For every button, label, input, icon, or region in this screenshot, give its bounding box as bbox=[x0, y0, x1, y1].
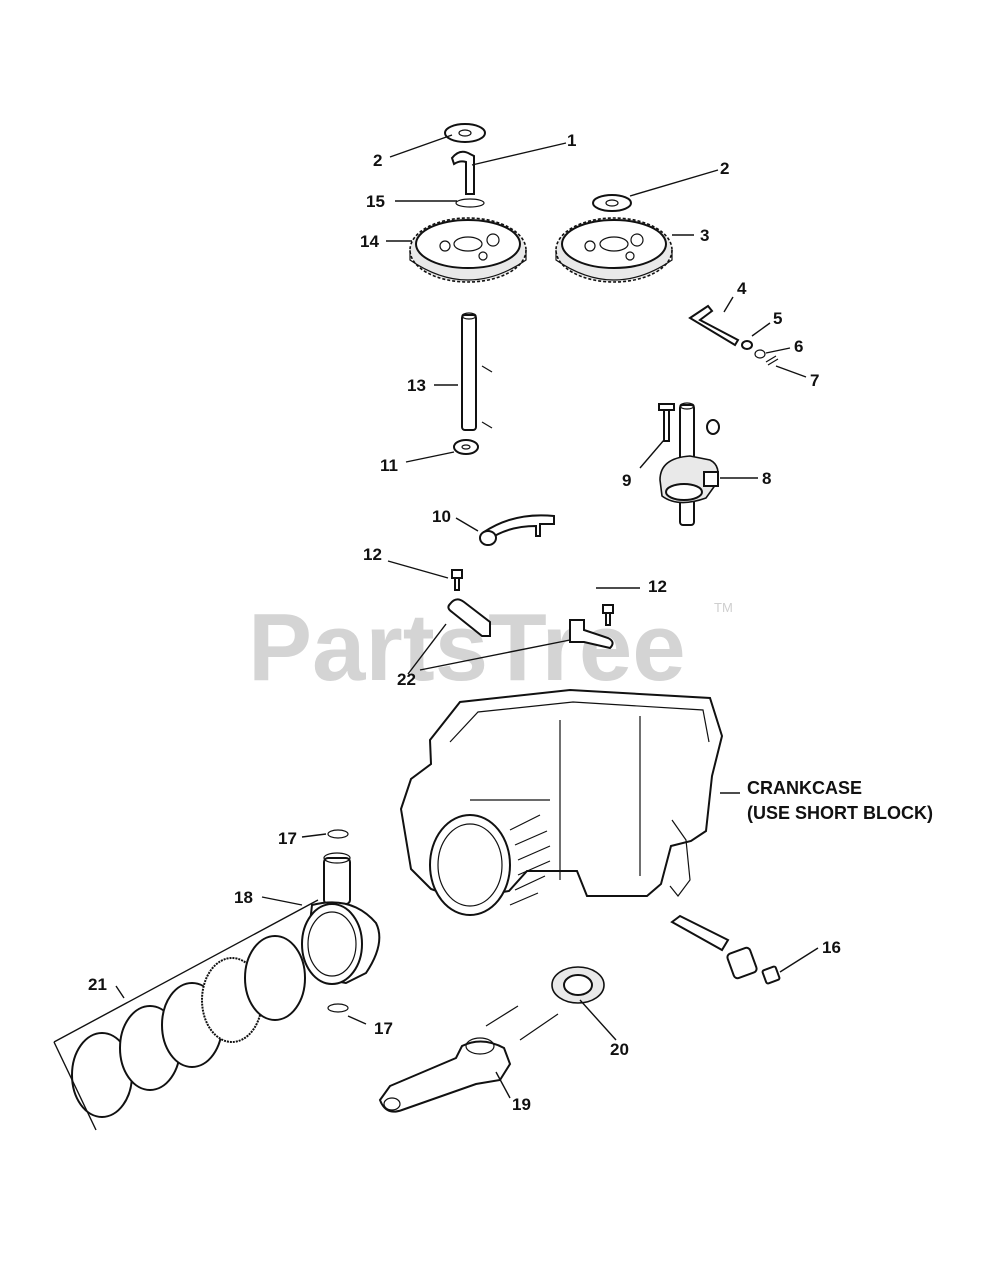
part-governor-assembly[interactable] bbox=[659, 402, 720, 526]
callout-21[interactable]: 21 bbox=[88, 975, 107, 994]
callout-16[interactable]: 16 bbox=[822, 938, 841, 957]
callout-20[interactable]: 20 bbox=[610, 1040, 629, 1059]
part-piston-pin[interactable] bbox=[323, 852, 351, 905]
callout-14[interactable]: 14 bbox=[360, 232, 379, 251]
part-crankcase[interactable] bbox=[399, 688, 724, 916]
part-bracket-right[interactable] bbox=[569, 619, 614, 650]
callout-5[interactable]: 5 bbox=[773, 309, 782, 328]
callout-12-left[interactable]: 12 bbox=[363, 545, 382, 564]
watermark-trademark: TM bbox=[714, 600, 733, 615]
part-ring-5[interactable] bbox=[244, 935, 306, 1021]
part-dipstick-tube[interactable] bbox=[479, 514, 555, 546]
part-plug[interactable] bbox=[761, 965, 781, 985]
leader-lines bbox=[53, 134, 819, 1131]
callout-7[interactable]: 7 bbox=[810, 371, 819, 390]
part-washer-right[interactable] bbox=[592, 194, 632, 212]
part-piston-clip-top[interactable] bbox=[327, 829, 349, 839]
callout-19[interactable]: 19 bbox=[512, 1095, 531, 1114]
callout-2-right[interactable]: 2 bbox=[720, 159, 729, 178]
callout-9[interactable]: 9 bbox=[622, 471, 631, 490]
callout-2-left[interactable]: 2 bbox=[373, 151, 382, 170]
part-small-washer[interactable] bbox=[741, 340, 753, 350]
part-rod-washer[interactable] bbox=[453, 439, 479, 455]
part-bolt-9[interactable] bbox=[658, 403, 675, 442]
part-clip[interactable] bbox=[455, 198, 485, 208]
part-gear-right[interactable] bbox=[555, 217, 673, 283]
part-rod[interactable] bbox=[461, 312, 493, 431]
crankcase-label: CRANKCASE bbox=[747, 778, 862, 798]
part-bracket-left[interactable] bbox=[447, 598, 491, 637]
callout-17-top[interactable]: 17 bbox=[278, 829, 297, 848]
callout-11[interactable]: 11 bbox=[380, 456, 398, 475]
callout-10[interactable]: 10 bbox=[432, 507, 451, 526]
callout-12-right[interactable]: 12 bbox=[648, 577, 667, 596]
part-bolt-12-right[interactable] bbox=[602, 604, 614, 626]
callout-3[interactable]: 3 bbox=[700, 226, 709, 245]
part-cotter-pin[interactable] bbox=[765, 355, 779, 366]
callout-18[interactable]: 18 bbox=[234, 888, 253, 907]
part-piston[interactable] bbox=[301, 901, 381, 985]
part-washer-left[interactable] bbox=[444, 123, 486, 143]
crankcase-note: (USE SHORT BLOCK) bbox=[747, 803, 933, 823]
callout-22[interactable]: 22 bbox=[397, 670, 416, 689]
part-lever[interactable] bbox=[688, 304, 740, 347]
callout-6[interactable]: 6 bbox=[794, 337, 803, 356]
part-oil-seal[interactable] bbox=[551, 966, 605, 1004]
part-gear-left[interactable] bbox=[409, 217, 527, 283]
part-bolt-12-left[interactable] bbox=[451, 569, 463, 591]
callout-8[interactable]: 8 bbox=[762, 469, 771, 488]
part-oil-filter-fitting[interactable] bbox=[670, 914, 758, 980]
callout-13[interactable]: 13 bbox=[407, 376, 426, 395]
part-connecting-rod[interactable] bbox=[378, 1005, 559, 1113]
callout-1[interactable]: 1 bbox=[567, 131, 576, 150]
callout-15[interactable]: 15 bbox=[366, 192, 385, 211]
part-piston-clip-bottom[interactable] bbox=[327, 1003, 349, 1013]
part-small-ring[interactable] bbox=[754, 349, 766, 359]
part-shaft-pin[interactable] bbox=[450, 150, 475, 195]
callout-17-bottom[interactable]: 17 bbox=[374, 1019, 393, 1038]
callout-4[interactable]: 4 bbox=[737, 279, 747, 298]
